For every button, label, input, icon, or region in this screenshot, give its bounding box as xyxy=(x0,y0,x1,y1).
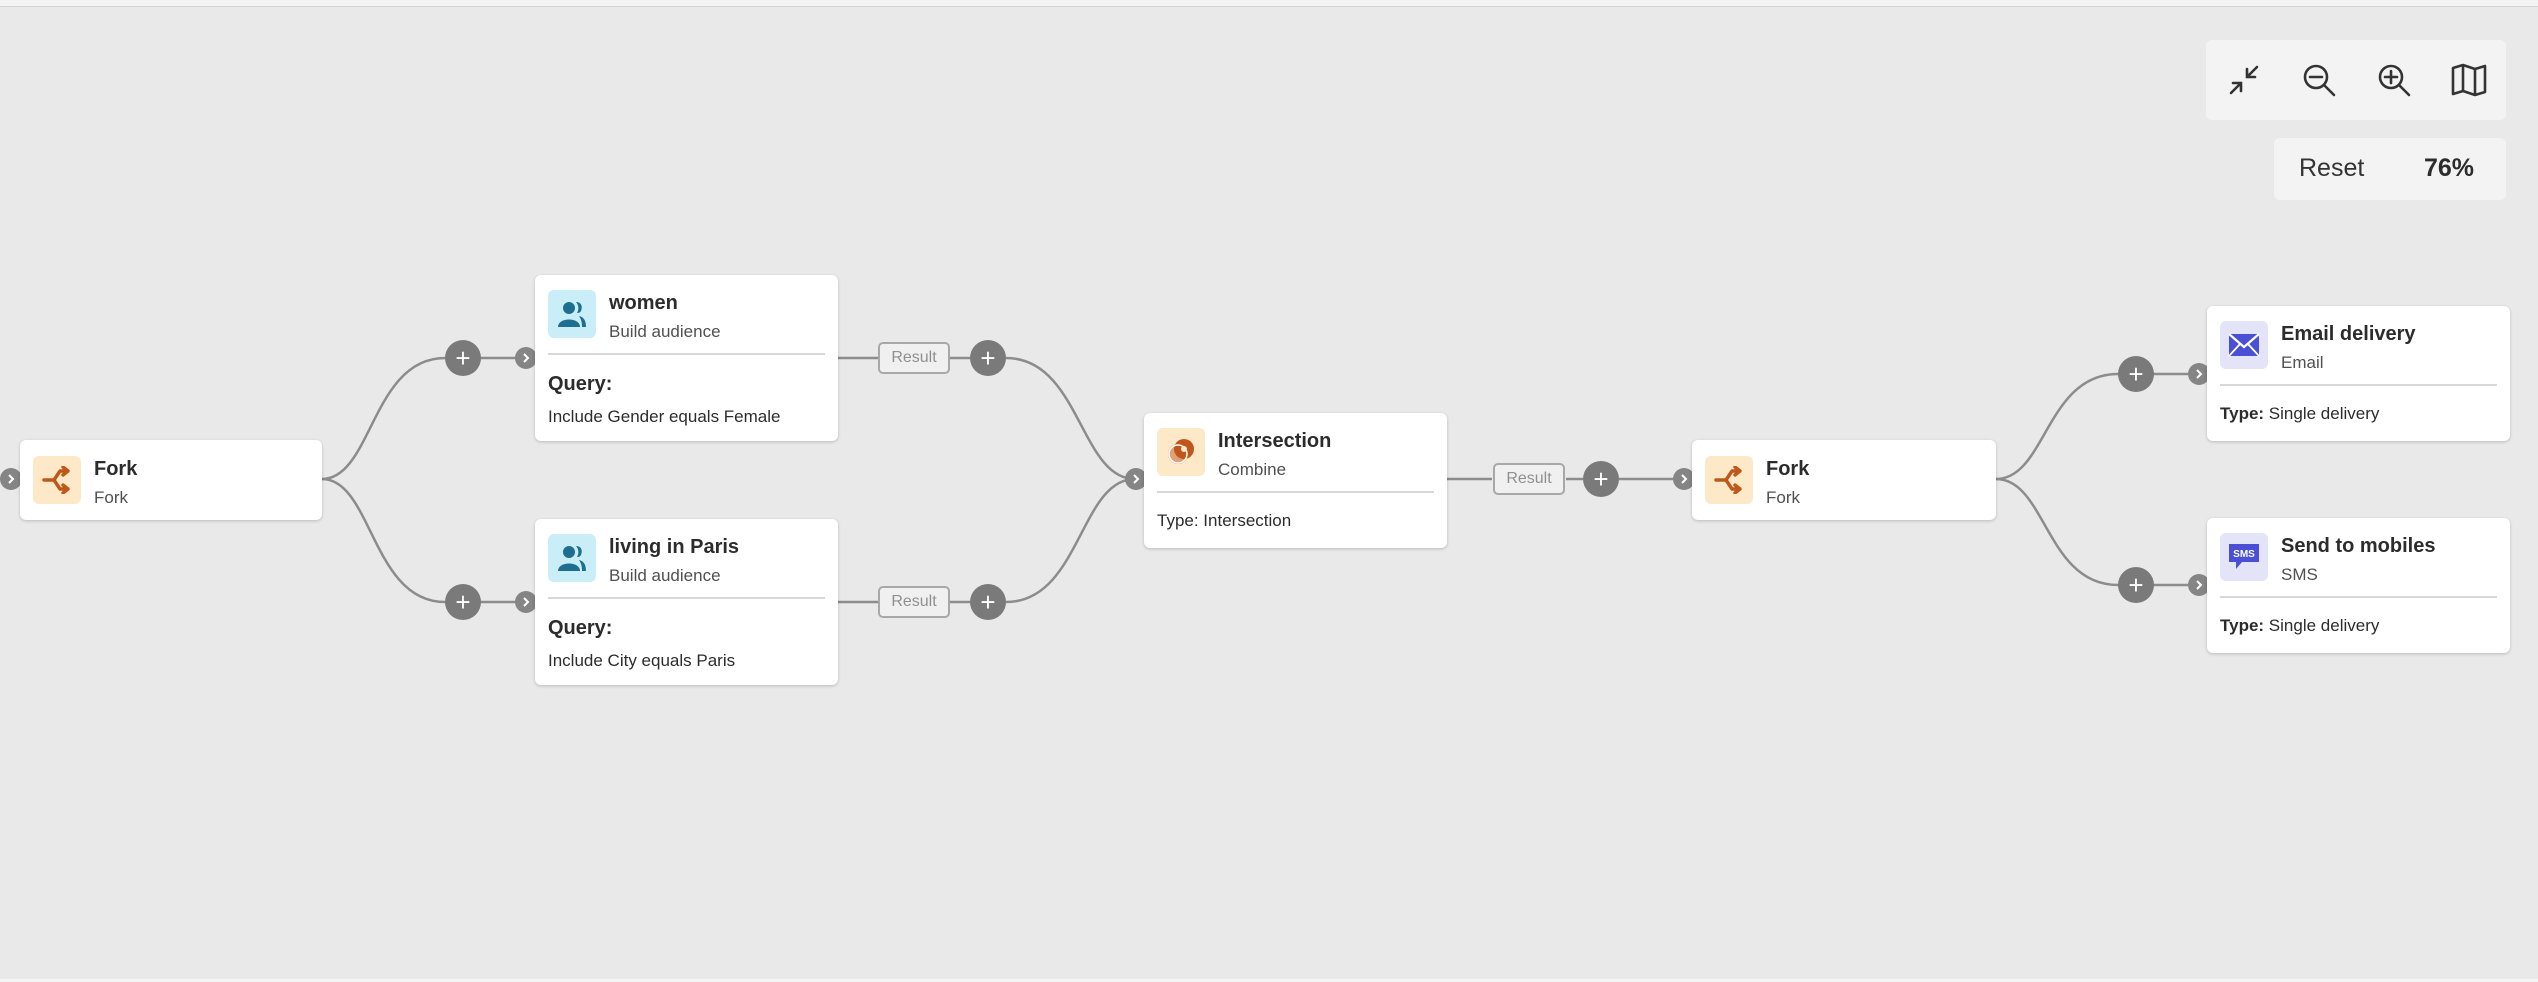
node-divider xyxy=(548,353,825,355)
type-value: Single delivery xyxy=(2264,616,2380,635)
node-subtitle: Email xyxy=(2281,353,2324,372)
result-output-women[interactable]: Result xyxy=(878,342,950,374)
chevron-right-icon xyxy=(523,597,530,607)
chevron-right-icon xyxy=(2196,369,2203,379)
node-divider xyxy=(2220,384,2497,386)
type-label: Type: xyxy=(2220,616,2265,635)
audience-node-women[interactable]: women Build audience Query: Include Gend… xyxy=(535,275,838,441)
chevron-right-icon xyxy=(1133,474,1140,484)
type-text: Type: Single delivery xyxy=(2220,616,2379,636)
zoom-in-button[interactable] xyxy=(2368,54,2420,106)
node-subtitle: Combine xyxy=(1218,460,1287,479)
result-output-paris[interactable]: Result xyxy=(878,586,950,618)
bottom-border xyxy=(0,979,2538,982)
sms-icon-label: SMS xyxy=(2233,549,2255,560)
node-title: Fork xyxy=(1766,458,1810,480)
type-value: Single delivery xyxy=(2264,404,2380,423)
top-border xyxy=(0,0,2538,7)
audience-node-paris[interactable]: living in Paris Build audience Query: In… xyxy=(535,519,838,685)
node-title: Email delivery xyxy=(2281,323,2416,345)
sms-icon: SMS xyxy=(2220,533,2268,581)
audience-icon xyxy=(548,534,596,582)
type-text: Type: Intersection xyxy=(1157,511,1292,530)
collapse-button[interactable] xyxy=(2218,54,2270,106)
node-subtitle: SMS xyxy=(2281,565,2318,584)
zoom-in-icon xyxy=(2378,64,2410,97)
query-label: Query: xyxy=(548,373,613,395)
type-text: Type: Single delivery xyxy=(2220,404,2379,424)
node-subtitle: Build audience xyxy=(609,322,721,341)
connector-fork2-email xyxy=(1995,372,2198,481)
add-activity-button[interactable]: + xyxy=(970,340,1006,376)
input-port-sms[interactable] xyxy=(2188,574,2210,596)
input-port-email[interactable] xyxy=(2188,363,2210,385)
fork-node-1[interactable]: Fork Fork xyxy=(20,440,322,520)
connector-fork1-women xyxy=(321,356,522,481)
input-port-fork1[interactable] xyxy=(0,468,22,490)
query-text: Include City equals Paris xyxy=(548,651,736,670)
add-activity-button[interactable]: + xyxy=(970,584,1006,620)
input-port-fork2[interactable] xyxy=(1673,468,1695,490)
reset-button[interactable]: Reset xyxy=(2299,154,2365,182)
input-port-women[interactable] xyxy=(515,347,537,369)
fork-icon xyxy=(33,456,81,504)
query-label: Query: xyxy=(548,617,613,639)
zoom-out-icon xyxy=(2303,64,2335,97)
node-divider xyxy=(548,597,825,599)
input-port-intersection[interactable] xyxy=(1125,468,1147,490)
combine-node-intersection[interactable]: Intersection Combine Type: Intersection xyxy=(1144,413,1447,548)
chevron-right-icon xyxy=(1681,474,1688,484)
map-icon xyxy=(2451,63,2486,97)
input-port-paris[interactable] xyxy=(515,591,537,613)
add-activity-button[interactable]: + xyxy=(1583,461,1619,497)
type-label: Type: xyxy=(2220,404,2265,423)
node-title: Intersection xyxy=(1218,430,1332,452)
add-activity-button[interactable]: + xyxy=(2118,567,2154,603)
result-output-intersection[interactable]: Result xyxy=(1493,463,1565,495)
canvas-toolbar xyxy=(2206,40,2506,120)
combine-icon xyxy=(1157,428,1205,476)
node-subtitle: Fork xyxy=(1766,488,1800,507)
query-text: Include Gender equals Female xyxy=(548,407,781,426)
envelope-icon xyxy=(2220,321,2268,369)
node-title: Fork xyxy=(94,458,138,480)
zoom-level: 76% xyxy=(2423,154,2474,182)
node-divider xyxy=(1157,491,1434,493)
add-activity-button[interactable]: + xyxy=(445,584,481,620)
chevron-right-icon xyxy=(523,353,530,363)
connector-women-merge xyxy=(1005,356,1136,481)
node-title: women xyxy=(609,292,678,314)
zoom-panel: Reset 76% xyxy=(2274,138,2506,200)
fork-node-2[interactable]: Fork Fork xyxy=(1692,440,1996,520)
connector-fork1-paris xyxy=(321,477,522,604)
audience-icon xyxy=(548,290,596,338)
node-title: Send to mobiles xyxy=(2281,535,2436,557)
collapse-arrows-icon xyxy=(2229,65,2258,95)
node-divider xyxy=(2220,596,2497,598)
node-subtitle: Build audience xyxy=(609,566,721,585)
node-title: living in Paris xyxy=(609,536,740,558)
chevron-right-icon xyxy=(8,474,15,484)
connector-paris-merge xyxy=(1005,477,1136,604)
fork-icon xyxy=(1705,456,1753,504)
connector-fork2-sms xyxy=(1995,477,2198,587)
node-subtitle: Fork xyxy=(94,488,128,507)
email-delivery-node[interactable]: Email delivery Email Type: Single delive… xyxy=(2207,306,2510,441)
add-activity-button[interactable]: + xyxy=(445,340,481,376)
add-activity-button[interactable]: + xyxy=(2118,356,2154,392)
sms-delivery-node[interactable]: SMS Send to mobiles SMS Type: Single del… xyxy=(2207,518,2510,653)
minimap-button[interactable] xyxy=(2443,54,2495,106)
zoom-out-button[interactable] xyxy=(2293,54,2345,106)
chevron-right-icon xyxy=(2196,580,2203,590)
